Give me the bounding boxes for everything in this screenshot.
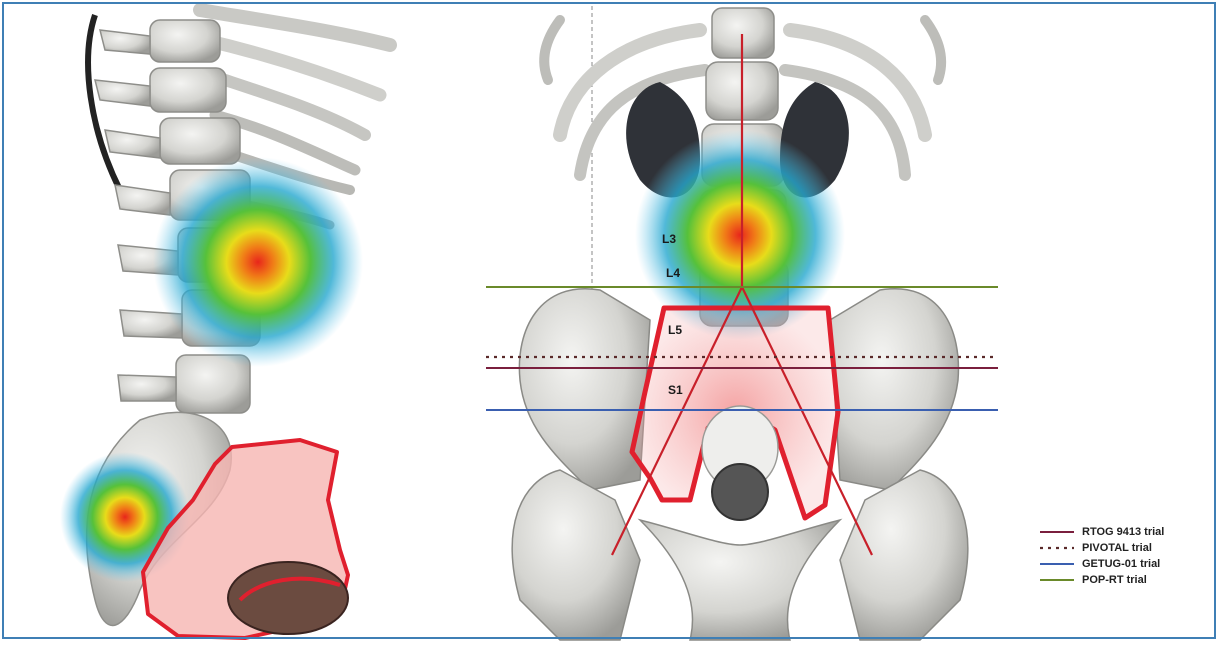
label-l4: L4 — [666, 266, 680, 280]
legend-label: POP-RT trial — [1082, 574, 1147, 586]
label-s1: S1 — [668, 383, 683, 397]
label-l3: L3 — [662, 232, 676, 246]
legend: RTOG 9413 trial PIVOTAL trial GETUG-01 t… — [1040, 524, 1210, 588]
lateral-spine-view — [60, 10, 390, 638]
prostate-organ — [228, 562, 348, 634]
legend-label: PIVOTAL trial — [1082, 542, 1152, 554]
legend-swatch-getug — [1040, 559, 1074, 569]
legend-label: GETUG-01 trial — [1082, 558, 1160, 570]
frontal-pelvis-view: L3 L4 L5 S1 — [486, 8, 998, 640]
legend-item-rtog: RTOG 9413 trial — [1040, 524, 1210, 540]
legend-label: RTOG 9413 trial — [1082, 526, 1164, 538]
legend-swatch-pivotal — [1040, 543, 1074, 553]
legend-item-getug: GETUG-01 trial — [1040, 556, 1210, 572]
frontal-prostate — [712, 464, 768, 520]
legend-item-pivotal: PIVOTAL trial — [1040, 540, 1210, 556]
legend-item-pop-rt: POP-RT trial — [1040, 572, 1210, 588]
lumbar-heat-spot — [153, 157, 363, 367]
label-l5: L5 — [668, 323, 682, 337]
legend-swatch-rtog — [1040, 527, 1074, 537]
legend-swatch-pop-rt — [1040, 575, 1074, 585]
